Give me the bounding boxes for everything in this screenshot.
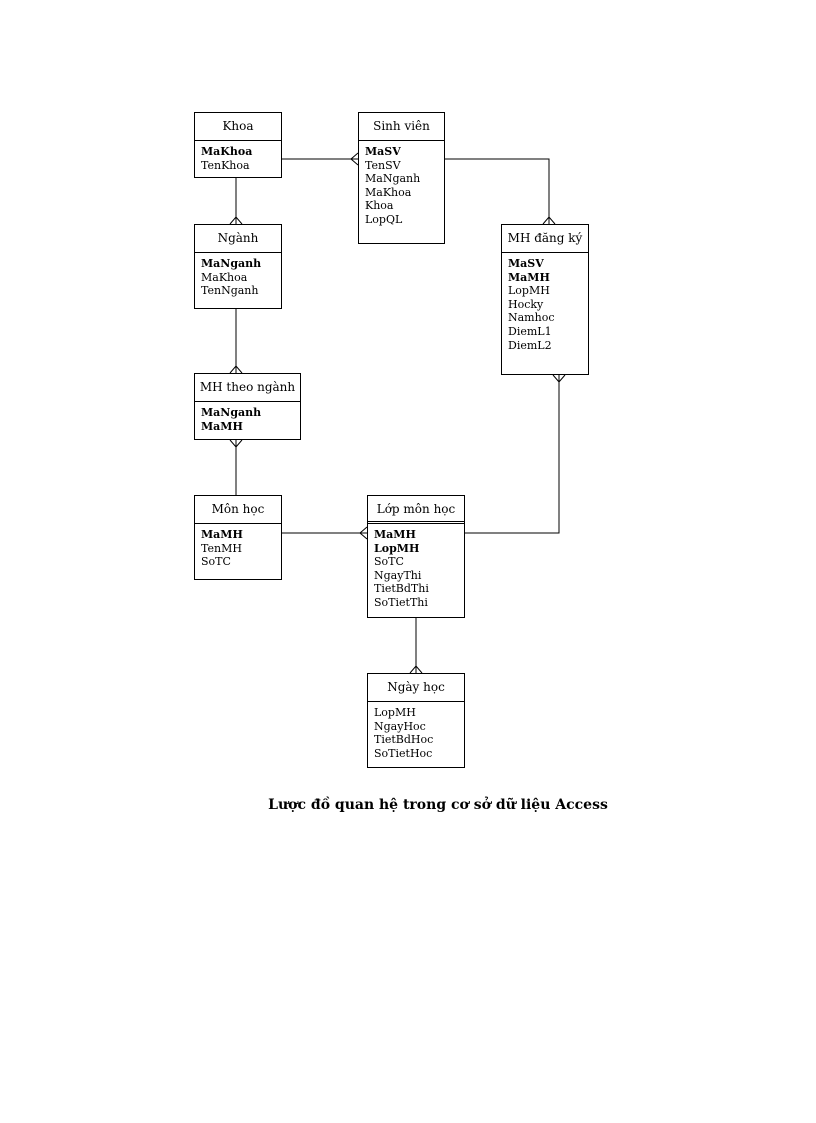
field: SoTC — [201, 555, 231, 569]
field: Khoa — [365, 199, 394, 213]
field: TenNganh — [201, 284, 259, 298]
entity-title: Ngày học — [368, 674, 464, 702]
field: Hocky — [508, 297, 544, 311]
crowfoot-nganh — [229, 216, 243, 225]
crowfoot-mhdangky-bottom — [552, 374, 566, 383]
field: LopQL — [365, 212, 403, 226]
entity-title: Lớp môn học — [368, 496, 464, 524]
field: DiemL2 — [508, 338, 552, 352]
field: TietBdHoc — [374, 733, 434, 747]
field: TietBdThi — [374, 582, 429, 596]
crowfoot-mhdangky — [542, 216, 556, 225]
crowfoot-lopmonhoc — [359, 526, 368, 540]
key-field: MaSV — [508, 257, 544, 270]
key-field: MaNganh — [201, 406, 262, 419]
key-field: LopMH — [374, 541, 420, 555]
field: MaNganh — [365, 172, 421, 186]
entity-title: Ngành — [195, 225, 281, 253]
field: SoTietHoc — [374, 746, 433, 760]
key-field: MaMH — [201, 419, 243, 433]
entity-title: MH đăng ký — [502, 225, 588, 253]
key-field: MaNganh — [201, 257, 262, 270]
crowfoot-mhtheonganh-bottom — [229, 439, 243, 448]
key-field: MaSV — [365, 145, 401, 158]
key-field: MaMH — [374, 528, 416, 541]
field: SoTC — [374, 555, 404, 569]
crowfoot-ngayhoc — [409, 665, 423, 674]
key-field: MaMH — [201, 528, 243, 541]
link-sinhvien-mhdangky — [445, 158, 550, 224]
field: Namhoc — [508, 311, 555, 325]
entity-title: Khoa — [195, 113, 281, 141]
key-field: MaMH — [508, 270, 550, 284]
entity-title: Sinh viên — [359, 113, 444, 141]
field: SoTietThi — [374, 595, 428, 609]
field: TenSV — [365, 158, 401, 172]
link-lopmonhoc-mhdangky — [465, 375, 560, 534]
field: NgayThi — [374, 568, 422, 582]
key-field: MaKhoa — [201, 145, 253, 158]
field: TenMH — [201, 541, 242, 555]
field: TenKhoa — [201, 158, 250, 172]
field: NgayHoc — [374, 719, 426, 733]
diagram-caption: Lược đồ quan hệ trong cơ sở dữ liệu Acce… — [268, 797, 608, 813]
entity-title: MH theo ngành — [195, 374, 300, 402]
field: LopMH — [508, 284, 550, 298]
entity-title: Môn học — [195, 496, 281, 524]
field: LopMH — [374, 706, 416, 719]
field: MaKhoa — [365, 185, 412, 199]
field: DiemL1 — [508, 324, 552, 338]
field: MaKhoa — [201, 270, 248, 284]
crowfoot-sinhvien — [350, 152, 359, 166]
crowfoot-mhtheonganh — [229, 365, 243, 374]
